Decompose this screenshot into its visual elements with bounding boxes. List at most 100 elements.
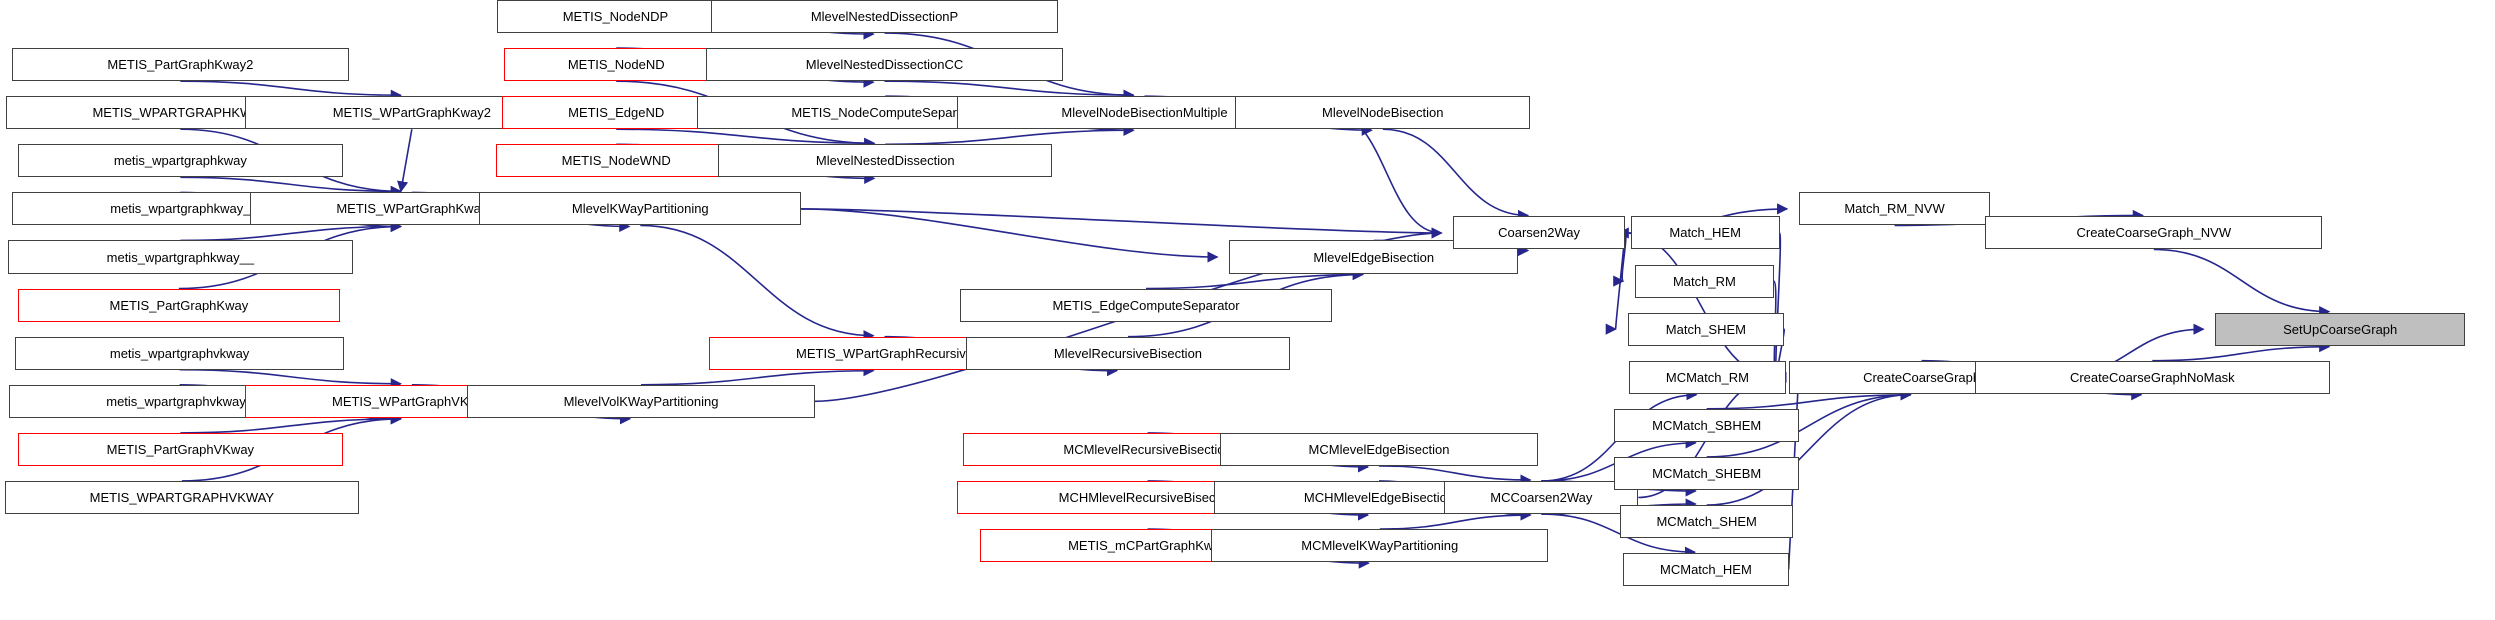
graph-node-label: metis_wpartgraphkway xyxy=(113,153,247,169)
graph-node-label: MCMatch_HEM xyxy=(1660,562,1752,578)
graph-node-label: MlevelRecursiveBisection xyxy=(1053,345,1203,361)
call-edge xyxy=(885,124,1135,146)
graph-node-label: METIS_EdgeND xyxy=(568,105,665,121)
graph-node-mccoarsen2way[interactable]: MCCoarsen2Way xyxy=(1444,480,1639,515)
graph-node-createcoarsegraphnomask[interactable]: CreateCoarseGraphNoMask xyxy=(1974,360,2330,394)
graph-node-label: CreateCoarseGraph xyxy=(1863,369,1981,385)
graph-node-label: MCMatch_SHEM xyxy=(1656,514,1757,530)
graph-node-label: METIS_WPartGraphKway xyxy=(336,201,488,217)
graph-node-label: MlevelNodeBisectionMultiple xyxy=(1061,105,1228,121)
graph-node-metis-partgraphvkway[interactable]: METIS_PartGraphVKway xyxy=(18,432,343,466)
call-edge xyxy=(180,220,402,242)
graph-node-label: Match_SHEM xyxy=(1665,321,1746,337)
graph-node-match-rm[interactable]: Match_RM xyxy=(1635,264,1774,298)
graph-node-match-rm-nvw[interactable]: Match_RM_NVW xyxy=(1799,192,1990,226)
graph-node-label: MCMatch_RM xyxy=(1665,369,1749,385)
graph-node-metis-nodewnd[interactable]: METIS_NodeWND xyxy=(495,144,737,178)
graph-node-coarsen2way[interactable]: Coarsen2Way xyxy=(1453,216,1625,250)
graph-node-label: metis_wpartgraphkway__ xyxy=(106,249,255,265)
graph-node-label: Match_RM_NVW xyxy=(1844,201,1945,217)
graph-node-setupcoarsegraph[interactable]: SetUpCoarseGraph xyxy=(2215,312,2465,346)
graph-node-metis-nodend[interactable]: METIS_NodeND xyxy=(503,48,729,82)
graph-node-label: MlevelEdgeBisection xyxy=(1313,249,1435,265)
call-edge xyxy=(1379,465,1532,486)
graph-node-mlevelrecursivebisection[interactable]: MlevelRecursiveBisection xyxy=(966,336,1290,370)
call-edge xyxy=(397,129,413,193)
graph-node-mcmatch-shebm[interactable]: MCMatch_SHEBM xyxy=(1614,456,1800,490)
graph-node-label: CreateCoarseGraph_NVW xyxy=(2076,225,2232,241)
graph-node-label: MlevelNestedDissection xyxy=(815,153,955,169)
graph-node-mcmatch-sbhem[interactable]: MCMatch_SBHEM xyxy=(1614,408,1800,442)
graph-node-metis-partgraphkway2[interactable]: METIS_PartGraphKway2 xyxy=(12,48,349,82)
graph-node-metis-edgend[interactable]: METIS_EdgeND xyxy=(502,96,731,130)
graph-node-label: MlevelVolKWayPartitioning xyxy=(563,393,719,409)
graph-node-label: CreateCoarseGraphNoMask xyxy=(2069,369,2235,385)
graph-node-label: MlevelNestedDissectionCC xyxy=(805,57,964,73)
graph-node-mlevelnesteddissection[interactable]: MlevelNestedDissection xyxy=(718,144,1053,178)
graph-node-label: MCMlevelEdgeBisection xyxy=(1308,441,1450,457)
call-edge xyxy=(641,365,875,386)
graph-node-label: metis_wpartgraphvkway_ xyxy=(106,393,253,409)
graph-node-match-hem[interactable]: Match_HEM xyxy=(1630,216,1780,250)
graph-node-label: METIS_NodeWND xyxy=(561,153,671,169)
call-edge xyxy=(1766,232,1782,383)
call-edge xyxy=(180,176,402,197)
graph-node-label: MCMlevelRecursiveBisection xyxy=(1063,441,1232,457)
graph-node-label: MlevelNodeBisection xyxy=(1322,105,1444,121)
graph-node-mlevelkwaypartitioning[interactable]: MlevelKWayPartitioning xyxy=(479,192,802,226)
graph-node-metis-wpartgraphvkway[interactable]: METIS_WPARTGRAPHVKWAY xyxy=(4,480,360,515)
graph-node-label: METIS_mCPartGraphKway xyxy=(1068,538,1227,554)
graph-node-mcmatch-shem[interactable]: MCMatch_SHEM xyxy=(1620,505,1794,539)
graph-node-label: Coarsen2Way xyxy=(1498,225,1581,241)
graph-node-label: MCHMlevelRecursiveBisection xyxy=(1058,489,1237,505)
graph-node-label: METIS_NodeComputeSeparator xyxy=(791,105,980,121)
call-edge xyxy=(180,80,402,101)
graph-node-label: METIS_WPartGraphKway2 xyxy=(332,105,491,121)
graph-node-metis-partgraphkway[interactable]: METIS_PartGraphKway xyxy=(18,288,340,322)
graph-node-label: metis_wpartgraphvkway xyxy=(109,345,250,361)
graph-node-label: MlevelKWayPartitioning xyxy=(571,201,709,217)
graph-node-mlevelnesteddissectioncc[interactable]: MlevelNestedDissectionCC xyxy=(706,48,1063,82)
graph-node-label: metis_wpartgraphkway_ xyxy=(110,201,251,217)
graph-node-mlevelnodebisection[interactable]: MlevelNodeBisection xyxy=(1235,96,1531,130)
graph-node-label: METIS_NodeND xyxy=(567,57,665,73)
graph-node-label: METIS_EdgeComputeSeparator xyxy=(1052,297,1240,313)
graph-node-label: MCMlevelKWayPartitioning xyxy=(1301,538,1459,554)
graph-node-label: METIS_WPARTGRAPHKWAY xyxy=(92,105,269,121)
graph-node-label: METIS_PartGraphKway2 xyxy=(107,57,254,73)
call-edge xyxy=(801,208,1443,239)
graph-node-mlevelvolkwaypartitioning[interactable]: MlevelVolKWayPartitioning xyxy=(467,384,815,418)
graph-node-match-shem[interactable]: Match_SHEM xyxy=(1627,312,1785,346)
graph-node-label: MCMatch_SHEBM xyxy=(1652,465,1762,481)
call-edge xyxy=(2153,248,2331,318)
call-edge xyxy=(640,224,875,342)
call-edge xyxy=(884,80,1135,101)
call-edge xyxy=(801,208,1219,263)
graph-node-metis-wpartgraphkway[interactable]: metis_wpartgraphkway__ xyxy=(7,240,354,274)
graph-node-label: METIS_PartGraphKway xyxy=(109,297,249,313)
call-edge xyxy=(180,413,402,434)
graph-node-metis-edgecomputeseparator[interactable]: METIS_EdgeComputeSeparator xyxy=(960,288,1332,322)
graph-node-mcmatch-rm[interactable]: MCMatch_RM xyxy=(1629,360,1786,394)
graph-node-mcmleveledgebisection[interactable]: MCMlevelEdgeBisection xyxy=(1220,432,1538,466)
graph-node-metis-nodendp[interactable]: METIS_NodeNDP xyxy=(497,0,734,34)
graph-node-label: METIS_WPartGraphRecursive xyxy=(796,345,973,361)
call-edge xyxy=(616,128,876,149)
graph-node-label: METIS_NodeNDP xyxy=(562,9,669,25)
graph-node-metis-wpartgraphkway[interactable]: metis_wpartgraphkway xyxy=(18,144,343,178)
graph-node-label: MCMatch_SBHEM xyxy=(1652,417,1762,433)
call-edge xyxy=(1146,268,1364,290)
graph-node-label: MCHMlevelEdgeBisection xyxy=(1303,489,1455,505)
graph-node-label: MlevelNestedDissectionP xyxy=(810,9,959,25)
graph-node-mcmlevelkwaypartitioning[interactable]: MCMlevelKWayPartitioning xyxy=(1211,529,1549,563)
graph-node-label: Match_RM xyxy=(1672,273,1736,289)
call-edge xyxy=(179,368,402,390)
graph-node-createcoarsegraph-nvw[interactable]: CreateCoarseGraph_NVW xyxy=(1985,216,2323,250)
call-edge xyxy=(2152,341,2331,362)
graph-node-mlevelnesteddissectionp[interactable]: MlevelNestedDissectionP xyxy=(710,0,1059,34)
graph-node-label: Match_HEM xyxy=(1669,225,1741,241)
graph-node-label: METIS_WPARTGRAPHVKWAY xyxy=(89,489,275,505)
graph-node-mcmatch-hem[interactable]: MCMatch_HEM xyxy=(1623,553,1789,587)
graph-node-metis-wpartgraphvkway[interactable]: metis_wpartgraphvkway xyxy=(15,336,345,370)
